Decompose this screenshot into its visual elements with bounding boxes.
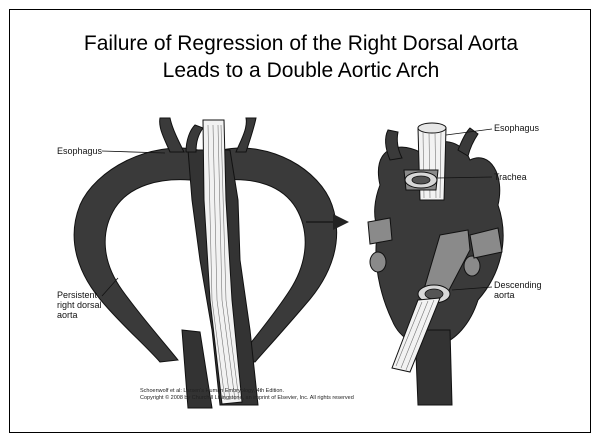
left-embryo-vessels <box>74 118 337 408</box>
left-stub-vessel <box>368 218 392 244</box>
credit-line-1: Schoenwolf et al: Larsen's Human Embryol… <box>140 388 354 395</box>
persistent-label-1: Persistent <box>57 290 98 300</box>
descending-label-1: Descending <box>494 280 542 290</box>
persistent-label-2: right dorsal <box>57 300 102 310</box>
esophagus-label-left: Esophagus <box>57 146 103 156</box>
small-upper-branch <box>186 125 203 152</box>
descending-label-2: aorta <box>494 290 515 300</box>
right-embryo-vessels <box>368 123 503 405</box>
credit-line-2: Copyright © 2008 by Churchill Livingston… <box>140 395 354 402</box>
upper-left-branch <box>386 130 402 160</box>
left-carotid-branch <box>160 118 184 152</box>
persistent-label-3: aorta <box>57 310 78 320</box>
left-lower-stub <box>370 252 386 272</box>
right-carotid-branch <box>236 118 256 152</box>
left-arch-loop <box>74 148 198 362</box>
esophagus-top-opening <box>418 123 446 133</box>
trachea-label: Trachea <box>494 172 527 182</box>
figure-credit: Schoenwolf et al: Larsen's Human Embryol… <box>140 388 354 402</box>
trachea-lumen <box>412 176 430 184</box>
right-lower-stub <box>464 256 480 276</box>
esophagus-label-right: Esophagus <box>494 123 540 133</box>
